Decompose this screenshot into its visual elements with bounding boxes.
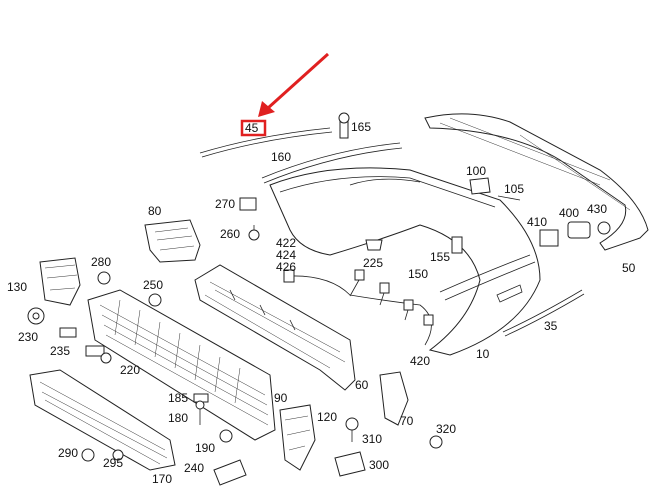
callout-label: 235 — [50, 344, 70, 358]
callout-label: 185 — [168, 391, 188, 405]
ring-430 — [597, 221, 611, 235]
clip-155 — [451, 236, 463, 254]
callout-label: 310 — [362, 432, 382, 446]
callout-label: 155 — [430, 250, 450, 264]
clip-270 — [239, 197, 257, 211]
bracket-120 — [279, 404, 316, 471]
callout-label: 120 — [317, 410, 337, 424]
bracket-130 — [39, 257, 81, 306]
sensor-housing-400 — [567, 221, 591, 239]
screw-180 — [195, 400, 205, 425]
screw-260 — [248, 225, 260, 241]
rivet-225 — [365, 239, 383, 251]
callout-label: 180 — [168, 411, 188, 425]
pin-105 — [497, 195, 521, 201]
lower-beam — [29, 369, 176, 471]
callout-label: 50 — [622, 261, 636, 275]
callout-label: 426 — [276, 260, 296, 274]
clip-235 — [59, 327, 77, 338]
callout-label: 270 — [215, 197, 235, 211]
callout-label: 424 — [276, 248, 296, 262]
callout-label: 225 — [363, 256, 383, 270]
clip-320 — [429, 435, 443, 449]
callout-label: 260 — [220, 227, 240, 241]
callout-label: 320 — [436, 422, 456, 436]
bracket-70 — [379, 371, 409, 426]
callout-label: 105 — [504, 182, 524, 196]
callout-label: 290 — [58, 446, 78, 460]
callout-label: 280 — [91, 255, 111, 269]
sensor-410 — [539, 229, 559, 247]
strip-35 — [502, 289, 583, 333]
callout-label: 430 — [587, 202, 607, 216]
callout-label: 160 — [271, 150, 291, 164]
washer-250 — [148, 293, 162, 307]
callout-label: 170 — [152, 472, 172, 486]
washer-230 — [27, 307, 45, 325]
callout-label: 410 — [527, 215, 547, 229]
callout-label: 60 — [355, 378, 369, 392]
bracket-240 — [213, 459, 247, 486]
bolt-310 — [345, 417, 359, 442]
callout-label: 300 — [369, 458, 389, 472]
callout-label: 240 — [184, 461, 204, 475]
highlight-arrow — [258, 52, 330, 117]
side-rail — [424, 113, 649, 251]
impact-absorber — [194, 264, 356, 391]
washer-295 — [112, 449, 124, 461]
bumper-cover — [269, 167, 541, 356]
callout-label: 190 — [195, 441, 215, 455]
callout-label: 35 — [544, 319, 558, 333]
reinforcement-beam — [87, 289, 276, 441]
callout-label: 10 — [476, 347, 490, 361]
fastener-165 — [338, 112, 350, 139]
callout-label: 420 — [410, 354, 430, 368]
callout-label: 100 — [466, 164, 486, 178]
nut-280 — [97, 271, 111, 285]
callout-label: 150 — [408, 267, 428, 281]
wiring-harness — [283, 269, 434, 346]
callout-label: 295 — [103, 456, 123, 470]
callout-label: 250 — [143, 278, 163, 292]
nut-290 — [81, 448, 95, 462]
clip-100 — [469, 177, 491, 195]
callout-label: 130 — [7, 280, 27, 294]
callout-label: 400 — [559, 206, 579, 220]
highlight-box — [240, 119, 267, 137]
nut-190 — [219, 429, 233, 443]
callout-label: 70 — [400, 414, 414, 428]
trim-strip-45 — [199, 127, 331, 154]
callout-label: 90 — [274, 391, 288, 405]
highlighted-part-number: 45 — [245, 121, 259, 135]
bolt-220 — [85, 345, 112, 364]
bracket-300 — [334, 451, 366, 477]
bracket-80 — [144, 219, 201, 263]
callout-label: 220 — [120, 363, 140, 377]
callout-label: 422 — [276, 236, 296, 250]
callout-label: 80 — [148, 204, 162, 218]
callout-labels: 165 160 270 100 105 80 260 422 424 426 4… — [7, 120, 636, 486]
callout-label: 165 — [351, 120, 371, 134]
callout-label: 230 — [18, 330, 38, 344]
